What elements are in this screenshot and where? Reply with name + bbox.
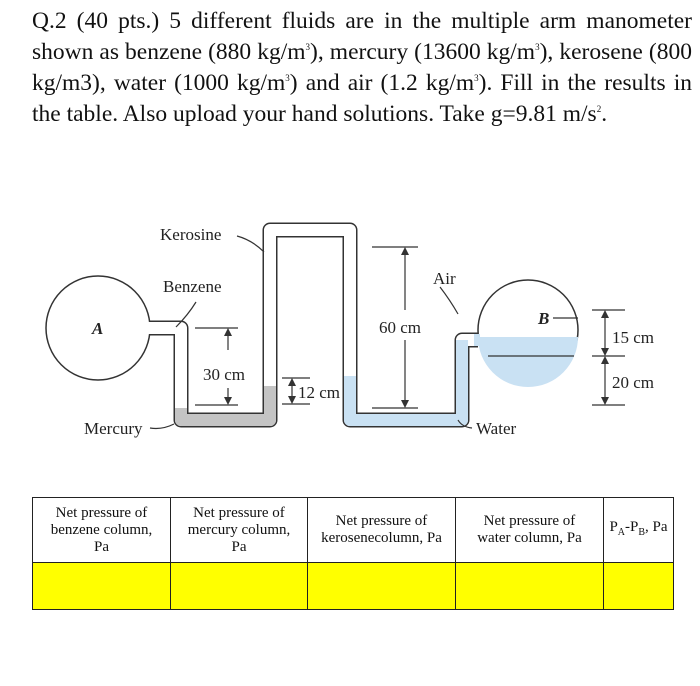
question-text: Q.2 (40 pts.) 5 different fluids are in …: [32, 8, 692, 127]
answer-cell-kerosene[interactable]: [307, 562, 456, 610]
label-tank-a: A: [91, 319, 103, 338]
label-mercury: Mercury: [84, 419, 143, 438]
answer-cell-benzene[interactable]: [32, 562, 171, 610]
table-answer-row: [32, 562, 674, 610]
dim-60cm: 60 cm: [379, 318, 421, 337]
water-column: [344, 340, 468, 426]
header-pressure-difference: PA-PB, Pa: [603, 497, 674, 563]
dim-20cm: 20 cm: [612, 373, 654, 392]
label-tank-b: B: [537, 309, 549, 328]
label-kerosine: Kerosine: [160, 225, 221, 244]
mercury-column: [175, 386, 276, 426]
dim-12cm: 12 cm: [298, 383, 340, 402]
dim-30cm: 30 cm: [203, 365, 245, 384]
manometer-diagram: Kerosine Benzene Air A B Mercury Water 3…: [45, 222, 654, 438]
answer-cell-mercury[interactable]: [170, 562, 308, 610]
dim-15cm: 15 cm: [612, 328, 654, 347]
answer-cell-pressure-difference[interactable]: [603, 562, 674, 610]
label-air: Air: [433, 269, 456, 288]
answer-cell-water[interactable]: [455, 562, 604, 610]
label-water: Water: [476, 419, 516, 438]
label-benzene: Benzene: [163, 277, 222, 296]
